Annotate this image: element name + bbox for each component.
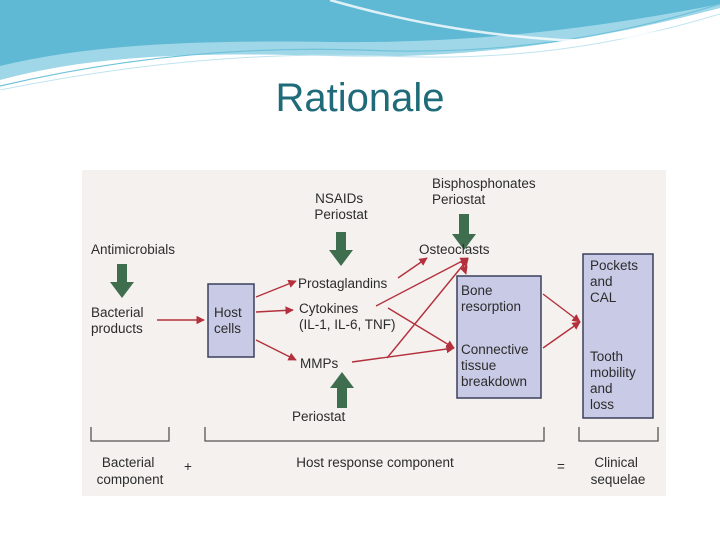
host-response-bracket: [204, 427, 545, 442]
bone-to-pockets-arrow: [542, 293, 581, 323]
plus-sign: +: [184, 459, 192, 474]
slide-title: Rationale: [275, 76, 445, 120]
clinical-sequelae-bracket: [578, 427, 659, 442]
periostat-up-arrow: [330, 372, 354, 408]
connective-tissue-label: Connective tissue breakdown: [461, 342, 532, 389]
bone-connective-box: [456, 275, 542, 399]
antimicrobials-down-arrow: [110, 264, 134, 298]
cytokines-to-connective-arrow: [387, 307, 455, 349]
antimicrobials-label: Antimicrobials: [91, 242, 175, 257]
bacterial-component-label: Bacterial component: [97, 455, 164, 487]
bisphosphonates-down-arrow: [452, 214, 476, 250]
host-cells-box: [207, 283, 255, 358]
bisphosphonates-label: Bisphosphonates Periostat: [432, 176, 539, 207]
host-to-cytokines-arrow: [255, 306, 294, 315]
equals-sign: =: [557, 459, 565, 474]
prostaglandins-label: Prostaglandins: [298, 276, 388, 291]
periodontal-rationale-figure: Antimicrobials NSAIDs Periostat Bisphosp…: [82, 170, 666, 496]
cytokines-label: Cytokines (IL-1, IL-6, TNF): [299, 301, 396, 332]
clinical-outcomes-box: [582, 253, 654, 419]
red-flow-arrows: [157, 257, 581, 363]
osteoclasts-label: Osteoclasts: [419, 242, 490, 257]
connective-to-pockets-arrow: [542, 321, 581, 349]
clinical-sequelae-label: Clinical sequelae: [591, 455, 646, 487]
bacterial-component-bracket: [90, 427, 170, 442]
pockets-cal-label: Pockets and CAL: [590, 258, 642, 305]
bone-resorption-label: Bone resorption: [461, 283, 521, 314]
osteoclasts-to-bone-arrow: [459, 261, 468, 275]
pathogenesis-diagram: Antimicrobials NSAIDs Periostat Bisphosp…: [90, 176, 659, 487]
header-swoosh-decoration: [0, 0, 720, 90]
cytokines-to-osteoclasts-arrow: [375, 257, 469, 307]
component-brackets: [90, 427, 659, 442]
nsaids-down-arrow: [329, 232, 353, 266]
host-response-component-label: Host response component: [296, 455, 454, 470]
nsaids-label: NSAIDs Periostat: [314, 191, 368, 222]
mmps-to-osteoclasts-arrow: [386, 258, 469, 359]
mmps-to-connective-arrow: [351, 344, 455, 363]
host-cells-label: Host cells: [214, 305, 246, 336]
prostaglandins-to-osteoclasts-arrow: [397, 257, 428, 279]
periostat-bottom-label: Periostat: [292, 409, 346, 424]
host-to-mmps-arrow: [255, 339, 297, 361]
bacterial-products-label: Bacterial products: [91, 305, 147, 336]
mmps-label: MMPs: [300, 356, 338, 371]
tooth-mobility-label: Tooth mobility and loss: [590, 349, 640, 412]
host-to-prostaglandins-arrow: [255, 279, 297, 298]
